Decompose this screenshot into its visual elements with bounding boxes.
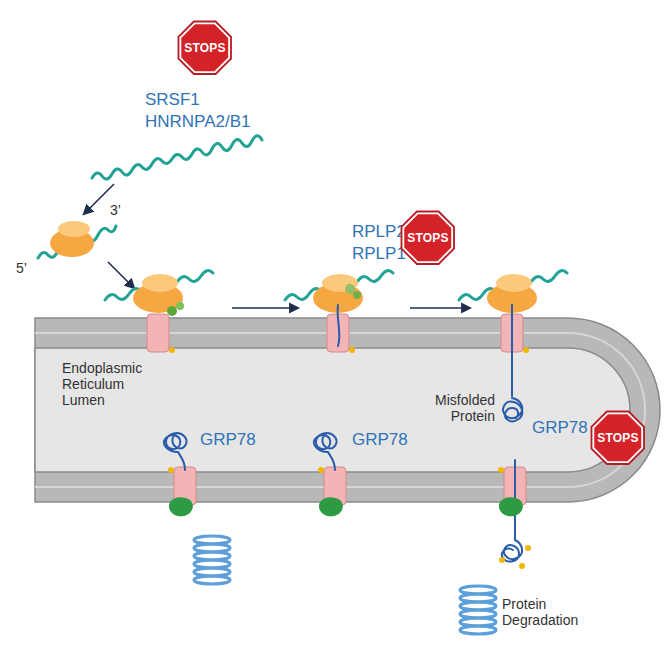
translocon [147, 314, 169, 352]
peptide-chain [503, 398, 522, 421]
ribosome [496, 274, 532, 292]
ribosome [105, 271, 567, 316]
ubiquitin [499, 557, 505, 563]
retrotranslocation-complex [169, 497, 523, 516]
protein-label: HNRNPA2/B1 [145, 112, 251, 132]
retrotranslocation-complex [499, 497, 523, 516]
ribosome [353, 291, 361, 299]
peptide-chain [338, 305, 340, 346]
protein-label: GRP78 [352, 430, 408, 450]
ribosome [142, 274, 178, 292]
peptide-chain [164, 305, 522, 561]
peptide-chain [511, 305, 513, 396]
glycan-dot [168, 347, 529, 473]
protein-label: RPLP1 [352, 244, 406, 264]
ubiquitin [525, 545, 531, 551]
glycan-dot [498, 467, 504, 473]
stop-sign: STOPS [177, 20, 232, 75]
er-membrane [35, 348, 630, 472]
glycan-dot [318, 467, 324, 473]
protein-label: RPLP2 [352, 222, 406, 242]
mrna-strand [92, 136, 262, 179]
stop-sign: STOPS [400, 210, 455, 265]
process-arrow [410, 307, 470, 309]
ribosome [58, 221, 90, 237]
structure-label: Misfolded Protein [435, 392, 495, 424]
process-arrow [232, 307, 298, 309]
stop-sign: STOPS [590, 410, 645, 465]
structure-label: Protein Degradation [502, 596, 578, 628]
process-arrow [84, 184, 114, 214]
protein-label: GRP78 [200, 430, 256, 450]
stop-text: STOPS [400, 210, 455, 245]
ribosome [176, 302, 184, 310]
structure-label: Endoplasmic Reticulum Lumen [62, 360, 142, 408]
strand-end-label: 5’ [16, 260, 27, 276]
retrotranslocation-complex [169, 497, 193, 516]
ribosome [345, 284, 355, 294]
peptide-chain [164, 433, 187, 470]
glycan-dot [169, 347, 175, 353]
ubiquitin [519, 563, 525, 569]
process-arrow [108, 262, 134, 288]
retrotranslocation-complex [319, 497, 343, 516]
proteasome [194, 576, 230, 584]
stop-text: STOPS [590, 410, 645, 445]
er-membrane [35, 333, 645, 487]
glycan-dot [523, 347, 529, 353]
proteasome [194, 536, 496, 634]
protein-label: GRP78 [532, 418, 588, 438]
protein-label: SRSF1 [145, 90, 200, 110]
translocon [147, 314, 526, 505]
stop-octagon-rim [591, 411, 645, 465]
stop-octagon-rim [178, 21, 232, 75]
stop-octagon-rim [401, 211, 455, 265]
glycan-dot [168, 467, 174, 473]
strand-end-label: 3’ [110, 202, 121, 218]
ubiquitin [499, 545, 531, 569]
ribosome [167, 306, 177, 316]
mrna-strand [92, 136, 262, 179]
ribosome [38, 221, 116, 258]
peptide-chain [314, 433, 337, 470]
stop-text: STOPS [177, 20, 232, 55]
glycan-dot [349, 347, 355, 353]
proteasome [460, 626, 496, 634]
